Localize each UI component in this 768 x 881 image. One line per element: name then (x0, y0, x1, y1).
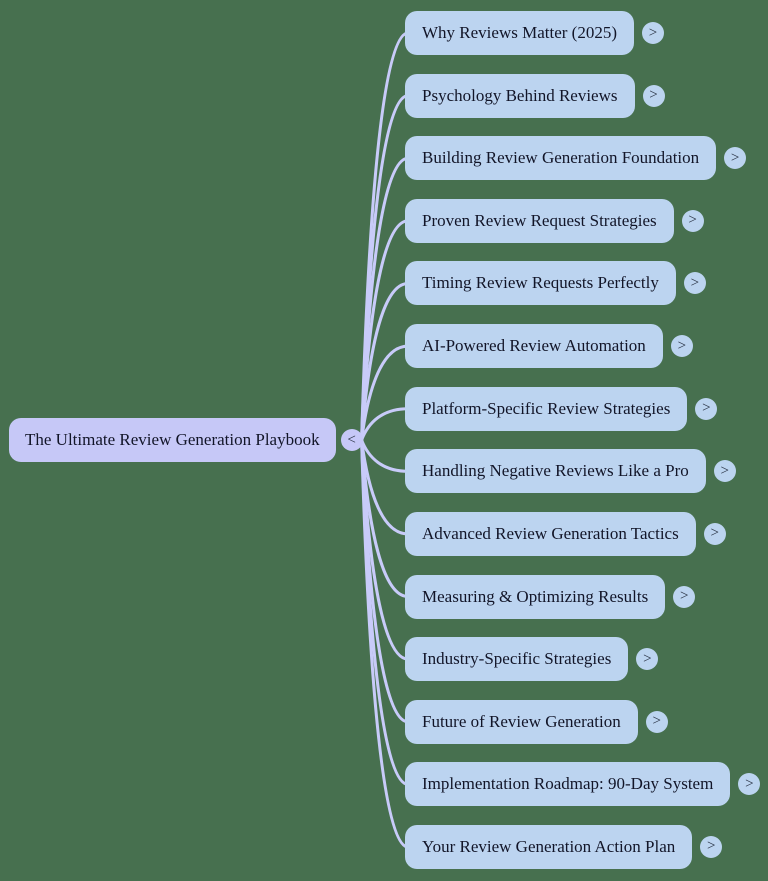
chevron-right-icon: > (707, 838, 716, 855)
root-label: The Ultimate Review Generation Playbook (25, 430, 320, 449)
mindmap-node[interactable]: Industry-Specific Strategies > (405, 637, 659, 682)
chevron-right-icon: > (649, 87, 658, 104)
chevron-right-icon: > (643, 650, 652, 667)
expand-button[interactable]: > (683, 272, 706, 295)
expand-button[interactable]: > (713, 460, 736, 483)
chevron-right-icon: > (710, 525, 719, 542)
branch-link (360, 438, 410, 786)
mindmap-node[interactable]: Measuring & Optimizing Results > (405, 574, 696, 619)
mindmap-node[interactable]: Psychology Behind Reviews > (405, 73, 665, 118)
node-box[interactable]: Measuring & Optimizing Results (405, 574, 666, 619)
branch-link (360, 438, 410, 536)
expand-button[interactable]: > (670, 335, 693, 358)
node-label: Advanced Review Generation Tactics (422, 523, 679, 543)
expand-button[interactable]: > (642, 84, 665, 107)
branch-link (360, 438, 410, 724)
node-label: Measuring & Optimizing Results (422, 586, 649, 606)
node-box[interactable]: Proven Review Request Strategies (405, 198, 674, 243)
mindmap-node[interactable]: Building Review Generation Foundation > (405, 136, 747, 181)
node-label: Implementation Roadmap: 90-Day System (422, 774, 714, 794)
chevron-right-icon: > (745, 775, 754, 792)
mindmap-node[interactable]: Handling Negative Reviews Like a Pro > (405, 449, 736, 494)
node-label: Platform-Specific Review Strategies (422, 398, 671, 418)
chevron-left-icon: < (347, 431, 356, 448)
chevron-right-icon: > (730, 149, 740, 166)
mindmap-node[interactable]: Timing Review Requests Perfectly > (405, 261, 706, 306)
mindmap-node[interactable]: AI-Powered Review Automation > (405, 324, 693, 369)
node-box[interactable]: AI-Powered Review Automation (405, 324, 663, 369)
branch-link (360, 219, 410, 442)
root-node[interactable]: The Ultimate Review Generation Playbook … (9, 418, 363, 462)
branch-link (360, 94, 410, 442)
node-label: Timing Review Requests Perfectly (422, 273, 659, 293)
node-label: Why Reviews Matter (2025) (422, 23, 617, 42)
branch-link (360, 407, 410, 442)
node-label: Future of Review Generation (422, 711, 621, 731)
node-box[interactable]: Platform-Specific Review Strategies (405, 386, 688, 431)
expand-button[interactable]: > (724, 147, 747, 170)
chevron-right-icon: > (690, 274, 700, 291)
node-box[interactable]: Building Review Generation Foundation (405, 136, 717, 181)
expand-button[interactable]: > (681, 209, 704, 232)
node-box[interactable]: Industry-Specific Strategies (405, 637, 629, 682)
chevron-right-icon: > (702, 400, 711, 417)
node-label: AI-Powered Review Automation (422, 336, 646, 356)
node-label: Your Review Generation Action Plan (422, 836, 676, 856)
collapse-button[interactable]: < (340, 429, 363, 451)
node-label: Proven Review Request Strategies (422, 210, 657, 230)
branch-link (360, 438, 410, 849)
expand-button[interactable]: > (641, 22, 664, 44)
chevron-right-icon: > (677, 337, 687, 354)
node-label: Handling Negative Reviews Like a Pro (422, 461, 689, 481)
chevron-right-icon: > (688, 212, 697, 229)
chevron-right-icon: > (648, 24, 658, 41)
node-box[interactable]: Timing Review Requests Perfectly (405, 261, 676, 306)
node-box[interactable]: Implementation Roadmap: 90-Day System (405, 762, 731, 807)
expand-button[interactable]: > (695, 397, 718, 420)
node-label: Psychology Behind Reviews (422, 85, 618, 105)
chevron-right-icon: > (679, 588, 689, 605)
mindmap-node[interactable]: Platform-Specific Review Strategies > (405, 386, 718, 431)
node-label: Industry-Specific Strategies (422, 649, 612, 669)
branch-link (360, 438, 410, 661)
node-box[interactable]: Handling Negative Reviews Like a Pro (405, 449, 706, 494)
node-box[interactable]: Your Review Generation Action Plan (405, 824, 693, 869)
node-box[interactable]: Future of Review Generation (405, 699, 638, 744)
expand-button[interactable]: > (700, 835, 723, 858)
chevron-right-icon: > (720, 462, 729, 479)
node-box[interactable]: Why Reviews Matter (2025) (405, 11, 634, 55)
expand-button[interactable]: > (645, 710, 668, 733)
mindmap-node[interactable]: Your Review Generation Action Plan > (405, 824, 723, 869)
node-box[interactable]: Advanced Review Generation Tactics (405, 511, 696, 556)
expand-button[interactable]: > (703, 522, 726, 545)
branch-link (360, 438, 410, 473)
chevron-right-icon: > (652, 713, 661, 730)
branch-link (360, 281, 410, 442)
node-box[interactable]: Psychology Behind Reviews (405, 73, 635, 118)
expand-button[interactable]: > (738, 773, 761, 796)
node-label: Building Review Generation Foundation (422, 148, 700, 168)
mindmap-node[interactable]: Future of Review Generation > (405, 699, 668, 744)
branch-link (360, 438, 410, 599)
expand-button[interactable]: > (673, 585, 696, 608)
expand-button[interactable]: > (636, 648, 659, 671)
branch-link (360, 344, 410, 442)
branch-link (360, 156, 410, 442)
mindmap-node[interactable]: Implementation Roadmap: 90-Day System > (405, 762, 761, 807)
branch-link (360, 31, 410, 442)
mindmap-node[interactable]: Why Reviews Matter (2025) > (405, 11, 664, 55)
mindmap-node[interactable]: Proven Review Request Strategies > (405, 198, 704, 243)
root-node-box[interactable]: The Ultimate Review Generation Playbook (9, 418, 336, 462)
mindmap-node[interactable]: Advanced Review Generation Tactics > (405, 511, 726, 556)
